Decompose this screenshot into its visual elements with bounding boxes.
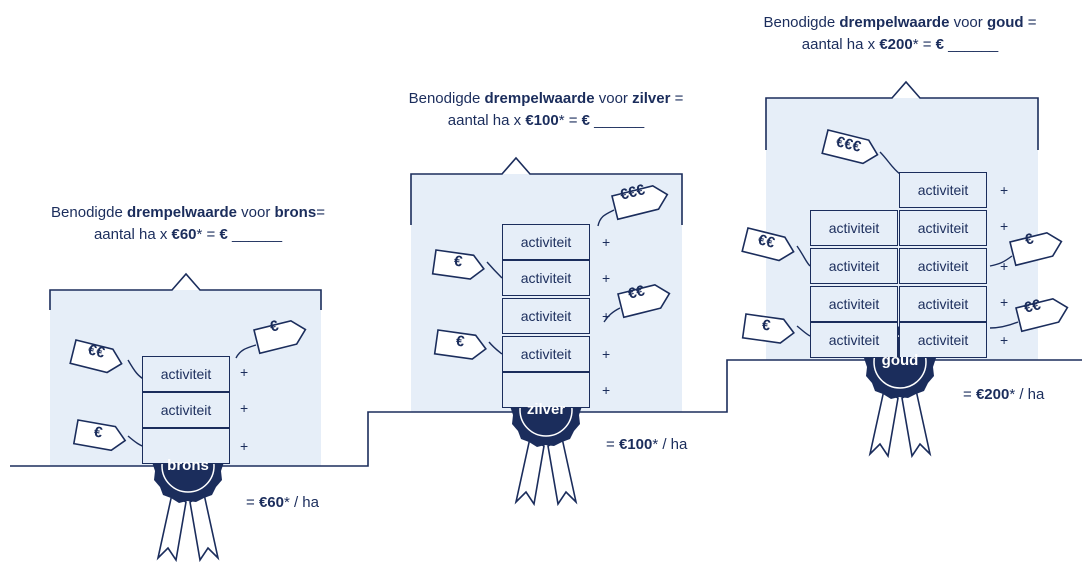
caption-bold: drempelwaarde [126, 204, 237, 221]
goud-activity-box: activiteit [810, 210, 898, 246]
caption-text: = [670, 90, 684, 107]
formula-blank: ______ [227, 226, 283, 243]
plus-sign: + [1000, 332, 1009, 348]
plus-sign: + [1000, 258, 1009, 274]
price-text: * / ha [1009, 386, 1045, 403]
zilver-tag-three [611, 184, 669, 221]
caption-text: Benodigde [51, 204, 127, 221]
formula-text: * = [558, 112, 582, 129]
caption-text: = [1023, 14, 1037, 31]
goud-activity-box: activiteit [810, 286, 898, 322]
caption-level: goud [986, 14, 1024, 31]
zilver-tag-two [617, 283, 671, 319]
formula-blank: ______ [943, 36, 999, 53]
zilver-caption: Benodigde drempelwaarde voor zilver = aa… [376, 88, 716, 132]
goud-activity-box: activiteit [810, 322, 898, 358]
goud-tag-two-left [741, 227, 795, 262]
zilver-tag-one-bottom [433, 329, 487, 360]
goud-activity-box: activiteit [810, 248, 898, 284]
goud-activity-box: activiteit [899, 172, 987, 208]
plus-sign: + [602, 270, 611, 286]
plus-sign: + [602, 234, 611, 250]
brons-medal-label: brons [167, 457, 209, 474]
goud-tag-three [821, 129, 879, 165]
goud-bracket [765, 80, 1039, 150]
formula-blank: ______ [589, 112, 645, 129]
caption-text: = [316, 204, 325, 221]
formula-value: €100 [525, 112, 559, 129]
plus-sign: + [240, 364, 249, 380]
formula-euro: € [935, 36, 944, 53]
caption-text: voor [237, 204, 275, 221]
price-text: * / ha [652, 436, 688, 453]
goud-price: = €200* / ha [963, 386, 1044, 403]
goud-medal-label: goud [881, 352, 919, 369]
goud-activity-box: activiteit [899, 322, 987, 358]
formula-value: €200 [879, 36, 913, 53]
brons-tag-two [69, 339, 123, 374]
price-value: €200 [975, 386, 1010, 403]
caption-text: Benodigde [763, 14, 840, 31]
formula-euro: € [581, 112, 590, 129]
goud-tag-two-left-label: €€ [756, 231, 777, 252]
goud-caption: Benodigde drempelwaarde voor goud = aant… [730, 12, 1070, 56]
plus-sign: + [1000, 218, 1009, 234]
caption-level: zilver [632, 90, 671, 107]
goud-tag-one-left [741, 313, 795, 344]
zilver-activity-box: activiteit [502, 336, 590, 372]
plus-sign: + [1000, 182, 1009, 198]
zilver-bracket [410, 156, 683, 225]
brons-activity-box: activiteit [142, 356, 230, 392]
plus-sign: + [240, 400, 249, 416]
brons-price: = €60* / ha [246, 494, 319, 511]
plus-sign: + [1000, 294, 1009, 310]
zilver-activity-box [502, 372, 590, 408]
plus-sign: + [602, 308, 611, 324]
goud-activity-box: activiteit [899, 286, 987, 322]
caption-text: voor [594, 90, 633, 107]
goud-tag-two-right [1015, 297, 1069, 333]
brons-tag-two-label: €€ [86, 341, 107, 362]
formula-euro: € [219, 226, 228, 243]
price-value: €60 [258, 494, 284, 511]
caption-text: Benodigde [408, 90, 485, 107]
brons-activity-box: activiteit [142, 392, 230, 428]
plus-sign: + [240, 438, 249, 454]
formula-value: €60 [171, 226, 197, 243]
price-value: €100 [618, 436, 653, 453]
formula-text: aantal ha x [447, 112, 526, 129]
caption-text: voor [949, 14, 987, 31]
formula-text: * = [912, 36, 936, 53]
plus-sign: + [602, 382, 611, 398]
zilver-tag-one-top [431, 249, 485, 280]
goud-activity-box: activiteit [899, 248, 987, 284]
price-text: = [963, 386, 976, 403]
caption-level: brons [274, 204, 317, 221]
brons-tag-one-bottom [72, 419, 127, 452]
zilver-price: = €100* / ha [606, 436, 687, 453]
goud-tag-one-right [1009, 231, 1063, 267]
goud-activity-box: activiteit [899, 210, 987, 246]
formula-text: * = [196, 226, 220, 243]
brons-activity-box [142, 428, 230, 464]
formula-text: aantal ha x [801, 36, 880, 53]
price-text: = [606, 436, 619, 453]
plus-sign: + [602, 346, 611, 362]
formula-text: aantal ha x [93, 226, 172, 243]
caption-bold: drempelwaarde [839, 14, 950, 31]
brons-bracket [49, 272, 322, 310]
price-text: = [246, 494, 259, 511]
price-text: * / ha [283, 494, 319, 511]
brons-tag-one-top [253, 319, 307, 355]
caption-bold: drempelwaarde [484, 90, 595, 107]
zilver-activity-box: activiteit [502, 260, 590, 296]
zilver-activity-box: activiteit [502, 224, 590, 260]
brons-caption: Benodigde drempelwaarde voor brons= aant… [18, 202, 358, 246]
zilver-activity-box: activiteit [502, 298, 590, 334]
zilver-medal-label: zilver [526, 401, 566, 418]
